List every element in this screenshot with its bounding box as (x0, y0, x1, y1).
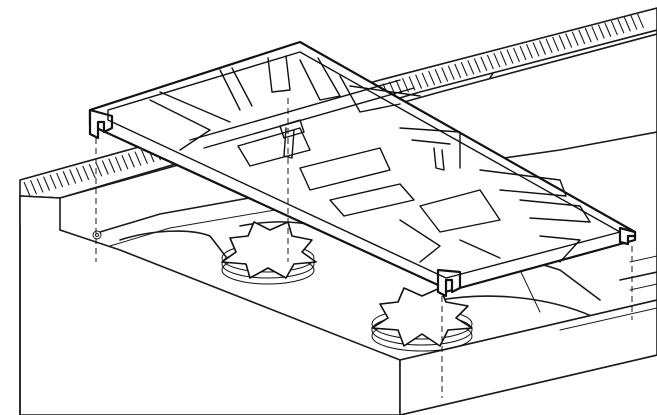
cast-iron-grate (88, 40, 637, 298)
left-burner-cap (221, 221, 317, 285)
alignment-guide-lines (95, 98, 633, 398)
right-burner-cap (371, 287, 473, 352)
